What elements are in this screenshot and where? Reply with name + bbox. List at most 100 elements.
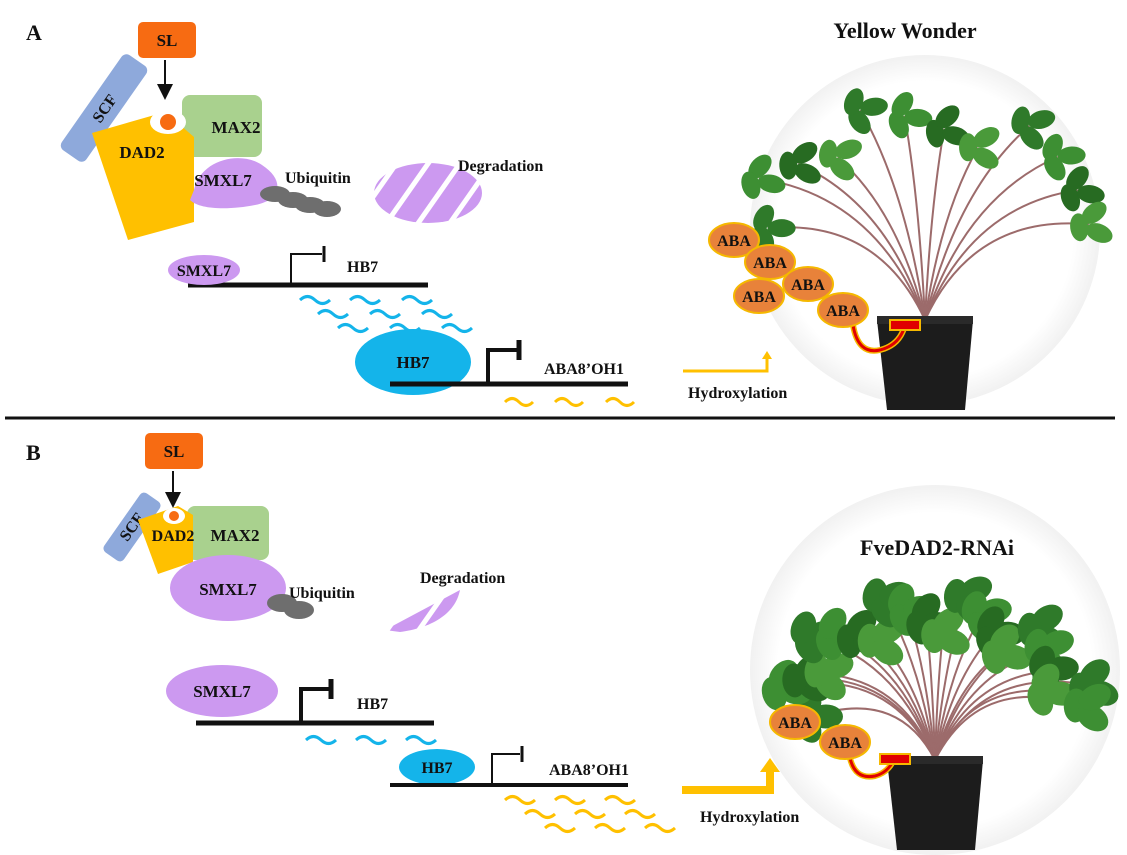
svg-text:HB7: HB7	[347, 259, 378, 276]
svg-text:MAX2: MAX2	[210, 526, 259, 545]
transcript-wave	[348, 295, 382, 305]
smxl7-protein: SMXL7	[170, 555, 286, 621]
leaves	[741, 88, 1113, 252]
smxl7-repressor: SMXL7	[166, 665, 278, 717]
aba-molecule	[733, 278, 785, 314]
dad2-protein: DAD2	[92, 110, 194, 240]
panel-b: B SL SCF MAX2 DAD2 SMXL7 Ubiquitin	[26, 433, 1120, 855]
hydroxylation-arrowhead	[762, 351, 772, 359]
aba-molecule	[769, 704, 821, 740]
transcript-wave	[553, 795, 587, 805]
transcript-wave	[623, 809, 657, 819]
svg-text:SMXL7: SMXL7	[199, 580, 257, 599]
hb7-transcripts	[304, 735, 438, 745]
aba-label: ABA	[826, 303, 860, 320]
flower-pot	[887, 760, 983, 850]
hydroxylation-label: Hydroxylation	[700, 809, 799, 826]
svg-text:SMXL7: SMXL7	[177, 263, 231, 280]
transcript-wave	[316, 309, 350, 319]
ubiquitin-label: Ubiquitin	[289, 585, 355, 602]
svg-text:HB7: HB7	[421, 760, 452, 777]
transcript-wave	[643, 823, 677, 833]
transcript-wave	[603, 795, 637, 805]
hb7-protein: HB7	[355, 329, 471, 395]
transcript-wave	[304, 735, 338, 745]
svg-text:SL: SL	[164, 442, 185, 461]
panel-letter: A	[26, 20, 42, 45]
aba-molecule	[744, 244, 796, 280]
svg-text:SL: SL	[157, 31, 178, 50]
svg-text:MAX2: MAX2	[211, 118, 260, 137]
degraded-smxl7	[374, 163, 482, 223]
hydroxylation-label: Hydroxylation	[688, 385, 787, 402]
hydroxylation-arrowhead	[760, 758, 780, 772]
hb7-gene: HB7	[188, 246, 428, 288]
transcript-wave	[573, 809, 607, 819]
transcript-wave	[523, 809, 557, 819]
plant-title: FveDAD2-RNAi	[860, 535, 1014, 560]
transcript-wave	[368, 309, 402, 319]
flower-pot	[877, 320, 973, 410]
aba-molecule	[708, 222, 760, 258]
aba-label: ABA	[742, 289, 776, 306]
sl-box: SL	[138, 22, 196, 58]
aba-molecule	[819, 724, 871, 760]
hydroxylation-arrow	[682, 770, 774, 794]
hb7-protein: HB7	[399, 749, 475, 785]
aba-molecule	[817, 292, 869, 328]
svg-text:ABA8’OH1: ABA8’OH1	[544, 361, 624, 378]
smxl7-repressor: SMXL7	[168, 255, 240, 285]
transcript-wave	[298, 295, 332, 305]
panel-letter: B	[26, 440, 41, 465]
transcript-wave	[336, 323, 370, 333]
hb7-transcripts	[298, 295, 474, 333]
transcript-wave	[604, 397, 636, 407]
transcript-wave	[503, 795, 537, 805]
aba-label: ABA	[828, 735, 862, 752]
aba8oh1-transcripts	[503, 795, 677, 833]
hydroxylation-arrow	[683, 357, 769, 373]
svg-text:HB7: HB7	[357, 696, 388, 713]
transcript-wave	[503, 397, 535, 407]
transcript-wave	[553, 397, 585, 407]
transcript-wave	[404, 735, 438, 745]
smxl7-protein: SMXL7	[190, 158, 278, 209]
aba-label: ABA	[753, 255, 787, 272]
svg-text:HB7: HB7	[396, 353, 430, 372]
max2-protein: MAX2	[187, 506, 269, 560]
svg-text:SMXL7: SMXL7	[193, 682, 251, 701]
aba-molecule	[782, 266, 834, 302]
ubiquitin-chain	[260, 186, 341, 217]
ubiquitin-label: Ubiquitin	[285, 170, 351, 187]
sl-box: SL	[145, 433, 203, 469]
transcript-wave	[400, 295, 434, 305]
panel-a: A SL SCF MAX2 DAD2 SMXL7 Ubiquitin	[26, 18, 1113, 410]
svg-text:DAD2: DAD2	[119, 143, 164, 162]
transcript-wave	[420, 309, 454, 319]
sl-ligand	[169, 511, 179, 521]
transcript-wave	[593, 823, 627, 833]
aba8oh1-gene: ABA8’OH1	[390, 340, 628, 387]
plant-photo-yellow-wonder	[741, 55, 1113, 410]
aba-molecules: ABA ABA	[769, 704, 911, 780]
transcript-wave	[543, 823, 577, 833]
ubiquitin-chain	[267, 594, 314, 619]
transcript-wave	[354, 735, 388, 745]
inhibition-bar	[879, 753, 911, 765]
degradation-label: Degradation	[420, 570, 505, 587]
svg-text:DAD2: DAD2	[152, 528, 195, 545]
sl-ligand	[160, 114, 176, 130]
degradation-label: Degradation	[458, 158, 543, 175]
transcript-wave	[440, 323, 474, 333]
degraded-smxl7	[385, 590, 460, 632]
plant-title: Yellow Wonder	[833, 18, 976, 43]
max2-protein: MAX2	[182, 95, 262, 157]
svg-text:ABA8’OH1: ABA8’OH1	[549, 762, 629, 779]
aba-label: ABA	[778, 715, 812, 732]
aba-label: ABA	[791, 277, 825, 294]
aba8oh1-gene: ABA8’OH1	[390, 746, 629, 787]
dad2-protein: DAD2	[138, 506, 194, 574]
